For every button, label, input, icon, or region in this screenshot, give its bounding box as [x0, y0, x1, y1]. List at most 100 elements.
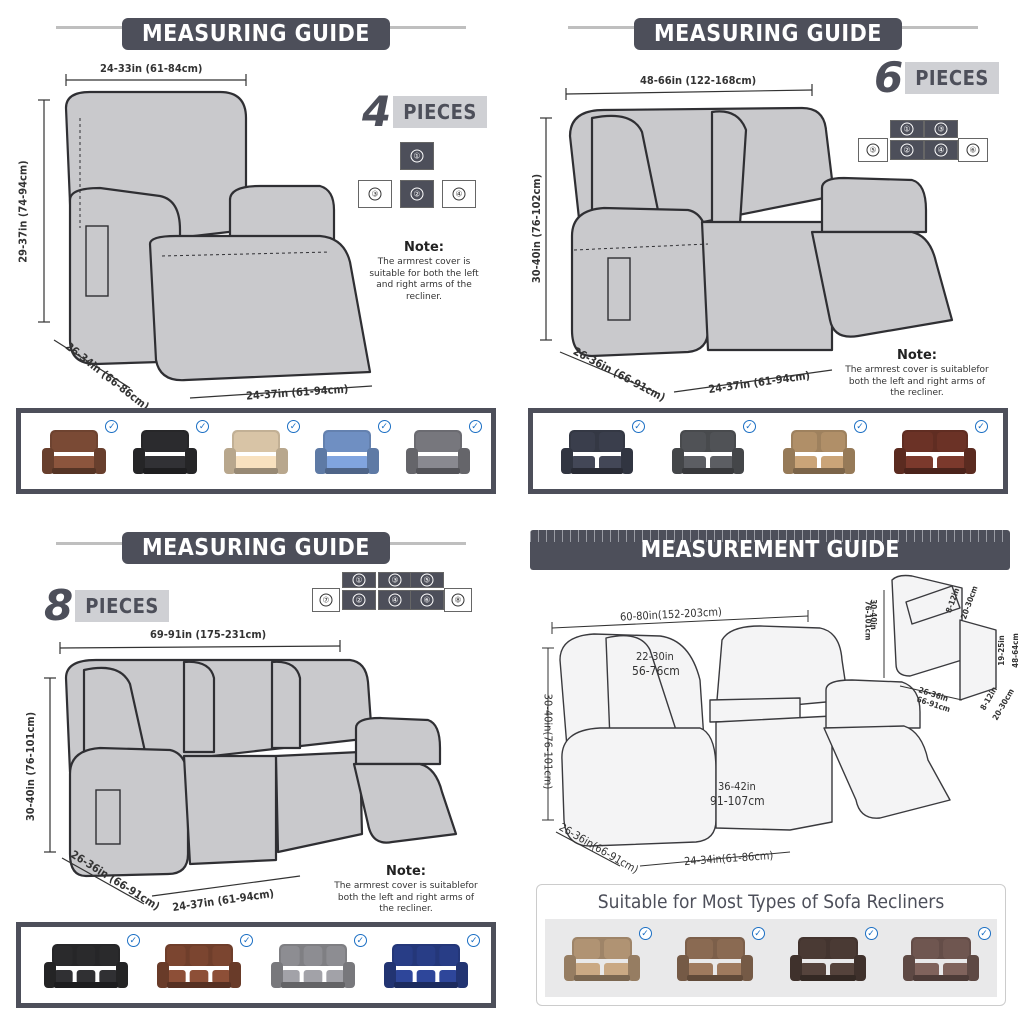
piece-4: ④	[924, 140, 958, 160]
piece-6: ⑥	[958, 138, 988, 162]
check-icon: ✓	[974, 420, 988, 433]
console-side-cm: 48-64cm	[1010, 633, 1020, 668]
check-icon: ✓	[853, 420, 867, 433]
sofa-thumb	[314, 430, 379, 474]
thumb-recliner-1: ✓	[38, 420, 119, 482]
thumb-console-1: ✓	[560, 927, 652, 989]
check-icon: ✓	[751, 927, 765, 940]
note-title: Note:	[403, 240, 445, 255]
console-height-cm: 76-101cm	[863, 600, 873, 641]
compatible-strip: ✓ ✓ ✓ ✓ ✓	[16, 408, 496, 494]
note: Note: The armrest cover is suitablefor b…	[842, 348, 992, 400]
thumb-console-2: ✓	[673, 927, 765, 989]
thumb-sofa-2: ✓	[153, 934, 254, 996]
measuring-guide-banner: MEASURING GUIDE	[122, 532, 390, 564]
check-icon: ✓	[977, 927, 991, 940]
pieces-count: 6 PIECES	[874, 57, 999, 99]
check-icon: ✓	[638, 927, 652, 940]
pieces-label: PIECES	[75, 590, 169, 622]
check-icon: ✓	[742, 420, 756, 433]
thumb-loveseat-4: ✓	[890, 420, 988, 482]
note-title: Note:	[896, 348, 938, 363]
sofa-illustration	[44, 640, 458, 905]
check-icon: ✓	[105, 420, 119, 433]
check-icon: ✓	[377, 420, 391, 433]
thumb-console-3: ✓	[786, 927, 878, 989]
seat-height-cm: 91-107cm	[710, 794, 765, 808]
piece-1: ①	[890, 120, 924, 138]
sofa-thumb	[42, 430, 107, 474]
height-dimension: 30-40in(76-101cm)	[541, 693, 555, 790]
pieces-number: 4	[362, 87, 392, 136]
note-text: The armrest cover is suitablefor both th…	[334, 880, 478, 915]
measurement-guide-banner: MEASUREMENT GUIDE	[530, 530, 1010, 570]
piece-4: ④	[442, 180, 476, 208]
piece-5: ⑤	[410, 572, 444, 588]
thumb-recliner-3: ✓	[220, 420, 300, 482]
thumb-recliner-4: ✓	[311, 420, 391, 482]
check-icon: ✓	[467, 934, 481, 947]
piece-3: ③	[924, 120, 958, 138]
note: Note: The armrest cover is suitable for …	[362, 240, 486, 304]
sofa-thumb	[384, 944, 469, 988]
suitable-types-box: Suitable for Most Types of Sofa Recliner…	[536, 884, 1006, 1006]
note-text: The armrest cover is suitable for both t…	[369, 256, 479, 302]
note: Note: The armrest cover is suitablefor b…	[330, 864, 482, 916]
sofa-thumb	[405, 430, 470, 474]
ruler-ticks	[530, 530, 1010, 542]
pieces-label: PIECES	[393, 96, 487, 128]
width-dimension: 24-33in (61-84cm)	[100, 62, 203, 75]
sofa-thumb	[133, 430, 198, 474]
check-icon: ✓	[286, 420, 300, 433]
recliner-illustration	[38, 74, 373, 399]
sofa-thumb	[157, 944, 242, 988]
suitable-thumbnails: ✓ ✓ ✓ ✓	[545, 919, 997, 997]
check-icon: ✓	[864, 927, 878, 940]
piece-1: ①	[400, 142, 434, 170]
sofa-thumb	[563, 937, 640, 981]
check-icon: ✓	[240, 934, 254, 947]
thumb-recliner-2: ✓	[129, 420, 210, 482]
thumb-console-4: ✓	[899, 927, 991, 989]
sofa-thumb	[782, 430, 855, 474]
piece-5: ⑤	[858, 138, 888, 162]
thumb-loveseat-2: ✓	[668, 420, 756, 482]
compatible-strip: ✓ ✓ ✓ ✓	[16, 922, 496, 1008]
sofa-thumb	[902, 937, 979, 981]
piece-2: ②	[890, 140, 924, 160]
check-icon: ✓	[196, 420, 210, 433]
piece-6: ⑥	[410, 590, 444, 610]
thumb-sofa-4: ✓	[380, 934, 481, 996]
measuring-guide-banner: MEASURING GUIDE	[634, 18, 902, 50]
width-dimension: 69-91in (175-231cm)	[150, 628, 267, 641]
piece-2: ②	[400, 180, 434, 208]
piece-7: ⑦	[312, 588, 340, 612]
piece-2: ②	[342, 590, 376, 610]
seat-height-in: 36-42in	[718, 780, 756, 793]
note-title: Note:	[385, 864, 427, 879]
suitable-title: Suitable for Most Types of Sofa Recliner…	[597, 891, 945, 913]
pieces-label: PIECES	[905, 62, 999, 94]
sofa-thumb	[893, 430, 976, 474]
pieces-count: 4 PIECES	[362, 91, 487, 133]
thumb-recliner-5: ✓	[402, 420, 482, 482]
measuring-guide-banner: MEASURING GUIDE	[122, 18, 390, 50]
panel-recliner-3-seat: MEASURING GUIDE 8 PIECES ① ③ ⑤ ② ④ ⑥ ⑦ ⑧	[0, 512, 512, 1024]
note-text: The armrest cover is suitablefor both th…	[845, 364, 989, 399]
console-side-in: 19-25in	[996, 635, 1006, 666]
pieces-number: 6	[874, 53, 904, 102]
thumb-sofa-1: ✓	[40, 934, 140, 996]
compatible-strip: ✓ ✓ ✓ ✓	[528, 408, 1008, 494]
back-height-in: 22-30in	[636, 650, 674, 663]
back-height-cm: 56-76cm	[632, 664, 680, 678]
thumb-sofa-3: ✓	[267, 934, 367, 996]
piece-3: ③	[358, 180, 392, 208]
pieces-count: 8 PIECES	[44, 585, 169, 627]
piece-1: ①	[342, 572, 376, 588]
sofa-thumb	[789, 937, 866, 981]
sofa-thumb	[270, 944, 355, 988]
check-icon: ✓	[126, 934, 140, 947]
thumb-loveseat-1: ✓	[557, 420, 645, 482]
piece-8: ⑧	[444, 588, 472, 612]
